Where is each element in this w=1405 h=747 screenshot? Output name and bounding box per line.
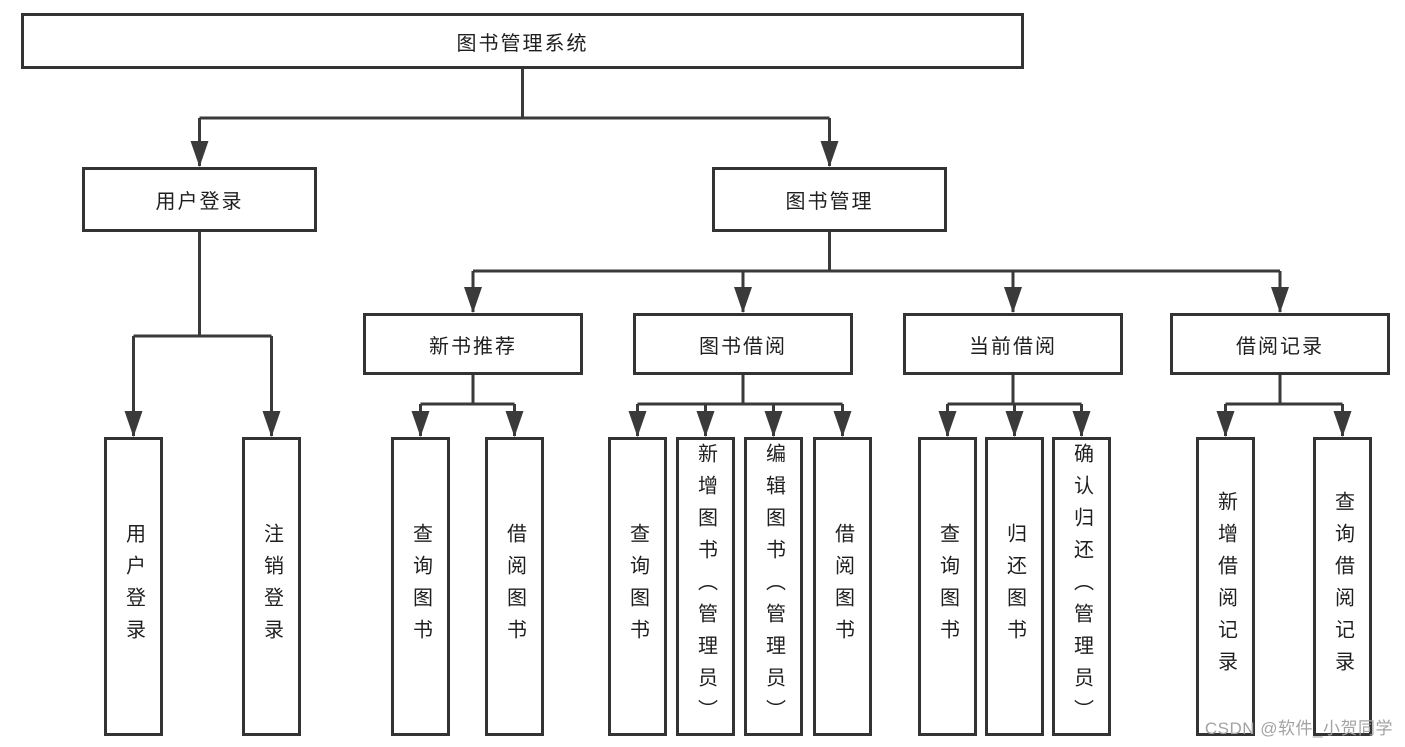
node-label: 新增图书（管理员） [694,442,717,731]
leaf-br-add-borrow-record: 新增借阅记录 [1196,437,1255,736]
node-user-login: 用户登录 [82,167,317,232]
node-label: 查询图书 [936,522,959,651]
node-new-book-recommendation: 新书推荐 [363,313,583,375]
node-book-management: 图书管理 [712,167,947,232]
connector-current-borrowing-branch [938,375,1091,437]
leaf-user-login: 用户登录 [104,437,163,736]
node-label: 借阅记录 [1236,335,1324,358]
node-label: 新增借阅记录 [1214,490,1237,683]
connector-book-management-branch [464,232,1289,313]
connector-root-to-level2 [190,69,839,167]
connector-user-login-branch [124,232,281,437]
node-library-system: 图书管理系统 [21,13,1024,69]
node-label: 确认归还（管理员） [1070,442,1093,731]
node-label: 用户登录 [122,522,145,651]
node-label: 借阅图书 [831,522,854,651]
node-label: 查询图书 [409,522,432,651]
node-label: 图书管理系统 [456,32,589,55]
leaf-logout: 注销登录 [242,437,301,736]
csdn-watermark: CSDN @软件_小贺同学 [1204,719,1393,738]
node-label: 编辑图书（管理员） [762,442,785,731]
node-label: 借阅图书 [503,522,526,651]
node-label: 注销登录 [260,522,283,651]
leaf-cb-query-books: 查询图书 [918,437,977,736]
node-label: 用户登录 [155,191,244,213]
leaf-bb-add-book-admin: 新增图书（管理员） [676,437,735,736]
node-borrowing-records: 借阅记录 [1170,313,1390,375]
leaf-bb-edit-book-admin: 编辑图书（管理员） [744,437,803,736]
leaf-bb-borrow-books: 借阅图书 [813,437,872,736]
connector-book-borrowing-branch [628,375,852,437]
leaf-nbr-borrow-books: 借阅图书 [485,437,544,736]
leaf-br-query-borrow-record: 查询借阅记录 [1313,437,1372,736]
node-label: 当前借阅 [969,335,1057,358]
connector-new-book-branch [411,375,524,437]
leaf-bb-query-books: 查询图书 [608,437,667,736]
node-label: 新书推荐 [429,335,517,358]
node-label: 图书管理 [785,191,874,213]
node-current-borrowing: 当前借阅 [903,313,1123,375]
leaf-cb-return-books: 归还图书 [985,437,1044,736]
leaf-nbr-query-books: 查询图书 [391,437,450,736]
node-label: 图书借阅 [699,335,787,358]
connector-borrowing-records-branch [1216,375,1352,437]
node-label: 归还图书 [1003,522,1026,651]
node-label: 查询借阅记录 [1331,490,1354,683]
leaf-cb-confirm-return-admin: 确认归还（管理员） [1052,437,1111,736]
node-label: 查询图书 [626,522,649,651]
node-book-borrowing: 图书借阅 [633,313,853,375]
